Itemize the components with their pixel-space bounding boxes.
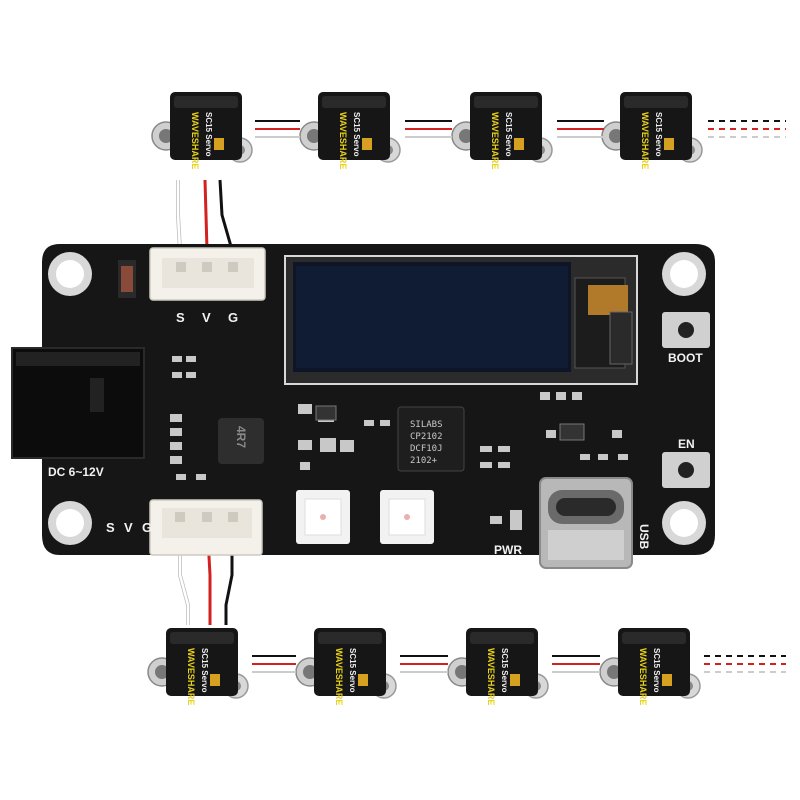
top-label-s: S [176,310,185,325]
servo-model-label: SC15 Servo [348,648,357,693]
servo-brand-label: WAVESHARE [186,648,196,705]
boot-label: BOOT [668,351,703,365]
mount-hole [48,501,92,545]
en-button[interactable] [662,452,710,488]
pcb-board: DC 6~12V S V G S V G [11,244,715,569]
bottom-servo-connector [149,499,263,556]
boot-button[interactable] [662,312,710,348]
dc-barrel-jack [11,347,145,459]
chip-line-4: 2102+ [410,456,438,466]
bottom-label-g: G [142,520,152,535]
servo-bottom-2: WAVESHARE SC15 Servo [295,627,397,705]
servo-top-4: WAVESHARE SC15 Servo [601,91,703,169]
servo-bottom-3: WAVESHARE SC15 Servo [447,627,549,705]
fuse [118,260,136,298]
top-label-g: G [228,310,238,325]
mount-hole [662,501,706,545]
servo-bottom-1: WAVESHARE SC15 Servo [147,627,249,705]
chip-line-3: DCF10J [410,444,443,454]
servo-model-label: SC15 Servo [652,648,661,693]
usb-c-port[interactable] [539,477,633,569]
led-right [380,490,434,544]
servo-top-3: WAVESHARE SC15 Servo [451,91,553,169]
servo-top-1: WAVESHARE SC15 Servo [151,91,253,169]
usb-label: USB [637,524,651,550]
oled-display [284,255,638,385]
bottom-label-s: S [106,520,115,535]
servo-bottom-4: WAVESHARE SC15 Servo [599,627,701,705]
servo-brand-label: WAVESHARE [638,648,648,705]
servo-model-label: SC15 Servo [500,648,509,693]
top-servo-connector [149,247,266,301]
servo-model-label: SC15 Servo [200,648,209,693]
inductor-label: 4R7 [234,426,248,448]
servo-link-wires-bottom [252,655,786,673]
chip-line-2: CP2102 [410,432,443,442]
chip-line-1: SILABS [410,420,443,430]
servo-brand-label: WAVESHARE [334,648,344,705]
servo-brand-label: WAVESHARE [640,112,650,169]
usb-uart-chip [397,406,465,472]
en-label: EN [678,437,695,451]
led-left [296,490,350,544]
transistors [315,405,585,441]
pwr-label: PWR [494,543,522,557]
servo-model-label: SC15 Servo [352,112,361,157]
servo-model-label: SC15 Servo [504,112,513,157]
servo-top-2: WAVESHARE SC15 Servo [299,91,401,169]
top-label-v: V [202,310,211,325]
mount-hole [662,252,706,296]
mount-hole [48,252,92,296]
servo-brand-label: WAVESHARE [490,112,500,169]
bottom-label-v: V [124,520,133,535]
servo-brand-label: WAVESHARE [190,112,200,169]
servo-brand-label: WAVESHARE [338,112,348,169]
dc-input-label: DC 6~12V [48,465,104,479]
servo-model-label: SC15 Servo [654,112,663,157]
inductor [218,418,264,464]
servo-model-label: SC15 Servo [204,112,213,157]
servo-brand-label: WAVESHARE [486,648,496,705]
servo-link-wires-top [255,120,786,138]
